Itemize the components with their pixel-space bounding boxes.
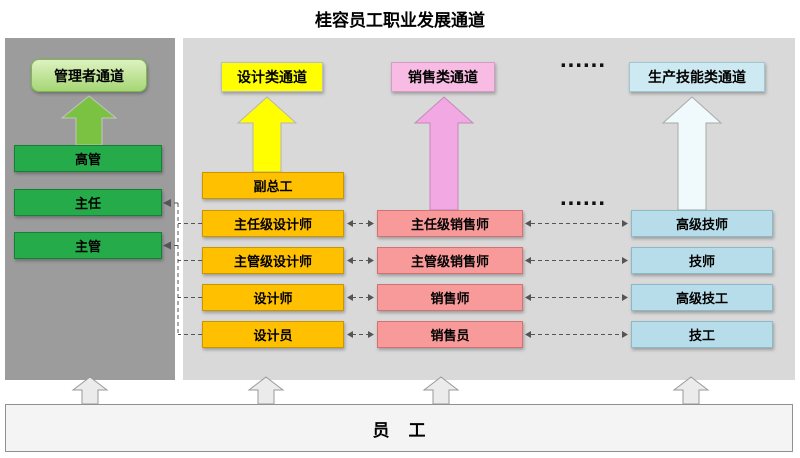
more-levels-ellipsis: ...... (559, 184, 606, 211)
design-level-2: 主任级设计师 (202, 210, 344, 237)
employee-up-arrow-sales-icon (422, 376, 460, 405)
manager-level-supervisor: 主管 (14, 232, 162, 259)
employee-up-arrow-manager-icon (71, 376, 109, 405)
employee-up-arrow-production-icon (672, 376, 710, 405)
sales-level-2: 主管级销售师 (377, 247, 523, 274)
production-level-1: 高级技师 (631, 210, 773, 237)
production-level-4: 技工 (631, 321, 773, 348)
production-level-2: 技师 (631, 247, 773, 274)
employee-bar: 员 工 (5, 404, 793, 452)
manager-channel-header: 管理者通道 (31, 59, 147, 92)
sales-level-1: 主任级销售师 (377, 210, 523, 237)
sales-channel-header: 销售类通道 (391, 62, 495, 92)
design-level-4: 设计师 (202, 284, 344, 311)
diagram-title: 桂容员工职业发展通道 (315, 11, 485, 30)
design-channel-header: 设计类通道 (221, 62, 323, 92)
design-level-5: 设计员 (202, 321, 344, 348)
production-level-3: 高级技工 (631, 284, 773, 311)
sales-level-3: 销售师 (377, 284, 523, 311)
manager-level-executive: 高管 (14, 145, 162, 172)
manager-level-director: 主任 (14, 189, 162, 216)
sales-level-4: 销售员 (377, 321, 523, 348)
design-level-3: 主管级设计师 (202, 247, 344, 274)
design-level-1: 副总工 (202, 172, 344, 199)
production-channel-header: 生产技能类通道 (629, 62, 765, 92)
more-channels-ellipsis: ...... (559, 46, 606, 73)
employee-bar-label: 员 工 (372, 420, 426, 440)
employee-up-arrow-design-icon (247, 376, 285, 405)
